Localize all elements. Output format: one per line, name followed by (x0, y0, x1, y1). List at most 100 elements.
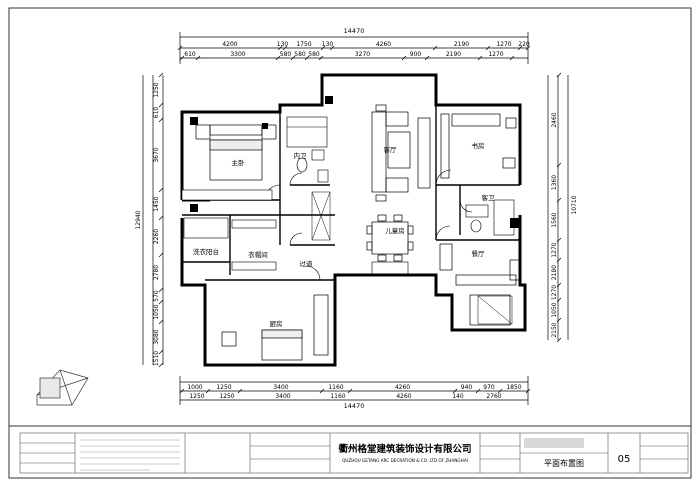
bot-dim2-1: 1250 (219, 393, 234, 400)
top-dim2-tick-9 (509, 55, 515, 61)
bot-dim2-3: 1160 (330, 393, 345, 400)
study-furniture (440, 113, 517, 179)
bot-dim2-4: 4260 (396, 393, 411, 400)
bot-dim1-0: 1000 (187, 384, 202, 391)
top-dim1-tick-4 (329, 45, 335, 51)
bot-dim1-tick-7 (497, 388, 503, 394)
top-dim2-1: 3300 (230, 51, 245, 58)
child-room-furniture (221, 294, 329, 361)
overall-width-top: 14470 (344, 27, 365, 35)
bot-dim1-tick-3 (319, 388, 325, 394)
top-dim2-6: 900 (410, 51, 422, 58)
room-label-2: 客厅 (384, 145, 398, 154)
left-dim-2: 3670 (153, 147, 160, 162)
bot-dim1-tick-6 (475, 388, 481, 394)
top-dim1-3: 130 (322, 41, 334, 48)
left-dim-9: 1510 (153, 351, 160, 366)
column-black-2 (190, 204, 198, 212)
right-dim-tick-5 (556, 282, 562, 288)
right-dim-tick-0 (556, 72, 562, 78)
left-dim-labels: 1250610367014502260278057010503080151012… (135, 82, 160, 366)
bot-dim1-2: 3400 (273, 384, 288, 391)
top-dim1-4: 4260 (376, 41, 391, 48)
top-dim1-5: 2190 (454, 41, 469, 48)
top-dim2-tick-8 (477, 55, 483, 61)
bot-dim2-0: 1250 (189, 393, 204, 400)
kitchen-counters (439, 243, 521, 326)
column-black-3 (262, 123, 268, 129)
dining-set (366, 214, 414, 275)
bot-dim1-5: 940 (461, 384, 473, 391)
title-block-notes (80, 439, 180, 471)
column-black-5 (510, 218, 520, 228)
top-dim2-tick-7 (424, 55, 430, 61)
right-dim-0: 2460 (551, 112, 558, 127)
left-dim-total: 12940 (135, 210, 142, 229)
master-bed (195, 124, 277, 181)
top-dim1-tick-3 (320, 45, 326, 51)
room-label-8: 餐厅 (472, 249, 486, 258)
room-label-7: 过道 (300, 259, 314, 268)
top-dim2-tick-2 (275, 55, 281, 61)
right-dim-tick-6 (556, 297, 562, 303)
right-dim-total: 10710 (571, 195, 578, 214)
left-dim-6: 570 (153, 290, 160, 302)
top-dim2-tick-1 (195, 55, 201, 61)
bot-dim2-5: 140 (452, 393, 464, 400)
left-dimension-chains (142, 75, 164, 365)
right-dim-3: 1270 (551, 242, 558, 257)
sofa-set (371, 104, 431, 202)
right-dim-tick-3 (556, 237, 562, 243)
top-dim2-5: 3270 (355, 51, 370, 58)
bot-dim2-2: 3400 (275, 393, 290, 400)
right-dim-4: 2180 (551, 265, 558, 280)
right-dim-tick-2 (556, 197, 562, 203)
left-dim-tick-4 (158, 215, 164, 221)
top-dim2-7: 2190 (446, 51, 461, 58)
top-row1-ticks (177, 45, 531, 51)
bot-dim1-tick-8 (525, 388, 531, 394)
bot-dim1-7: 1850 (506, 384, 521, 391)
top-dim2-8: 1270 (488, 51, 503, 58)
top-dim2-2: 580 (280, 51, 292, 58)
right-dim-tick-4 (556, 257, 562, 263)
left-dim-1: 610 (153, 107, 160, 119)
blurred-project-name (524, 438, 584, 448)
right-dim-5: 1270 (551, 285, 558, 300)
column-black-1 (190, 117, 198, 125)
sheet-number: 05 (618, 454, 631, 465)
sheet-border (8, 7, 692, 479)
bot-dim1-1: 1250 (216, 384, 231, 391)
left-dim-tick-8 (158, 319, 164, 325)
left-dim-tick-0 (158, 72, 164, 78)
bot-dim1-tick-2 (237, 388, 243, 394)
top-dim2-3: 580 (294, 51, 306, 58)
right-dimension-chains (547, 75, 569, 340)
bot-dim1-tick-4 (347, 388, 353, 394)
bottom-row2-labels: 1250 1250 3400 1160 4260 140 2760 (189, 393, 501, 400)
wardrobe-master (181, 189, 273, 201)
bot-dim2-6: 2760 (486, 393, 501, 400)
left-ticks (158, 72, 164, 368)
left-dim-4: 2260 (153, 229, 160, 244)
bot-dim1-tick-0 (179, 388, 185, 394)
top-dim1-tick-5 (432, 45, 438, 51)
top-row2-ticks (179, 55, 515, 61)
top-dim1-0: 4200 (222, 41, 237, 48)
column-black-4 (325, 96, 333, 104)
bot-dim1-4: 4260 (395, 384, 410, 391)
right-dim-6: 1050 (551, 302, 558, 317)
bottom-dimension-chains (179, 376, 529, 405)
top-dim1-tick-0 (177, 45, 183, 51)
top-dim2-tick-5 (318, 55, 324, 61)
right-dim-1: 1360 (551, 175, 558, 190)
right-ticks (556, 72, 562, 343)
room-label-6: 衣帽间 (248, 250, 268, 259)
bot-dim1-tick-1 (205, 388, 211, 394)
top-dim1-2: 1750 (296, 41, 311, 48)
right-dim-tick-1 (556, 162, 562, 168)
drawing-title: 平面布置图 (544, 458, 584, 468)
